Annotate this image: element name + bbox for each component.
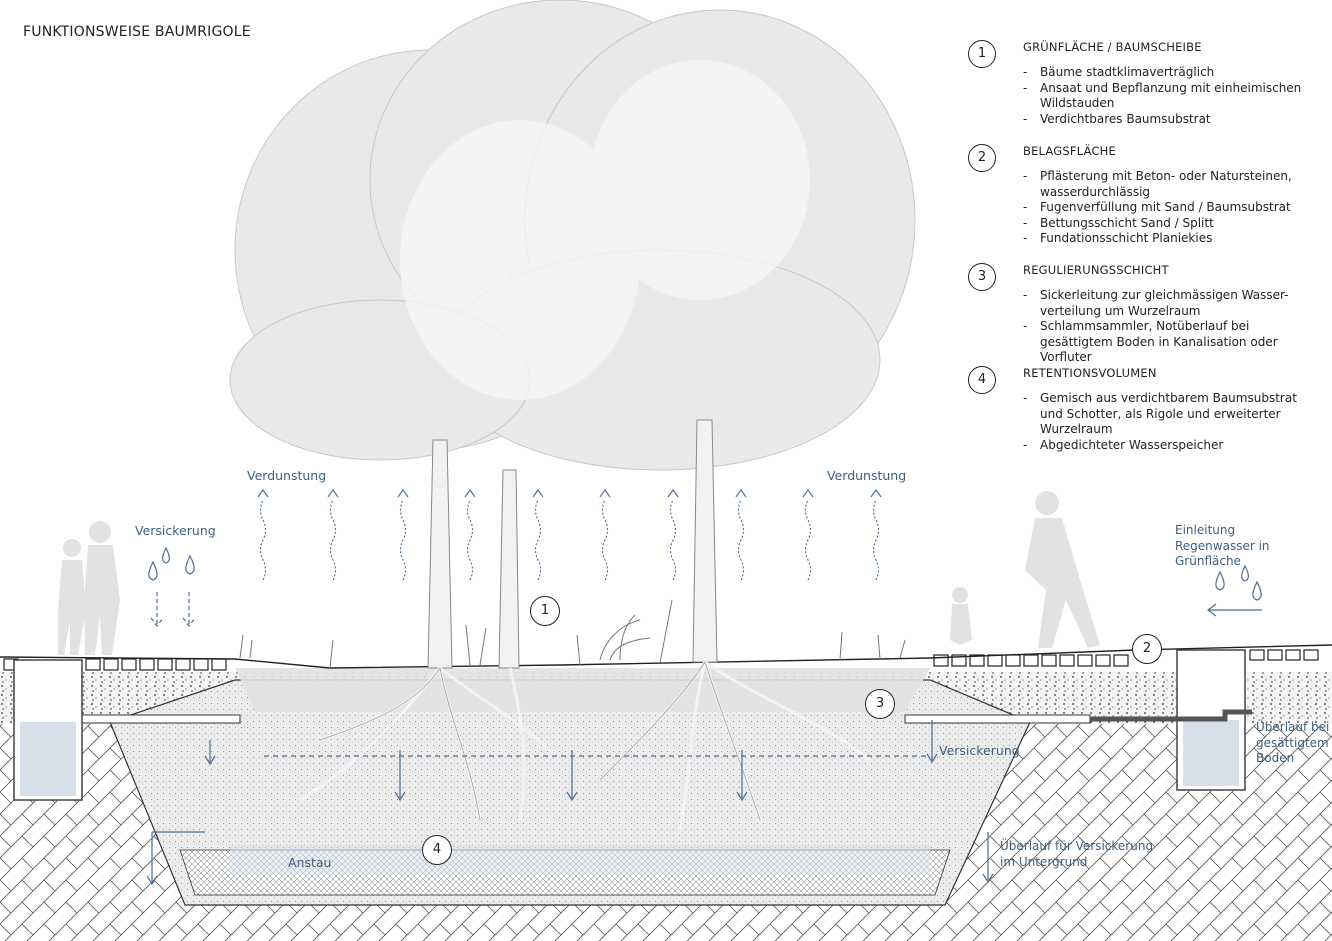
page-title: FUNKTIONSWEISE BAUMRIGOLE: [23, 24, 251, 40]
evaporation-label-left: Verdunstung: [247, 468, 327, 483]
infiltration-label: Versickerung: [135, 523, 216, 538]
legend-heading: RETENTIONSVOLUMEN: [1023, 366, 1157, 380]
marker-1: 1: [530, 596, 560, 626]
rainwater-inflow-label: Einleitung Regenwasser in Grünfläche: [1175, 523, 1270, 568]
legend-number: 1: [968, 40, 996, 68]
marker-4: 4: [422, 835, 452, 865]
legend-section-retention-volume: 4 RETENTIONSVOLUMEN Gemisch aus verdicht…: [968, 366, 1323, 456]
legend-list: Gemisch aus verdichtbarem Baumsubstrat u…: [1023, 391, 1323, 453]
legend-item: Bäume stadtklimaverträglich: [1023, 65, 1323, 81]
marker-2: 2: [1132, 634, 1162, 664]
legend-heading: REGULIERUNGSSCHICHT: [1023, 263, 1169, 277]
legend-item: Gemisch aus verdichtbarem Baumsubstrat u…: [1023, 391, 1323, 438]
legend-number: 2: [968, 144, 996, 172]
legend-item: Sickerleitung zur gleichmässigen Wasser-…: [1023, 288, 1323, 319]
legend-section-regulation-layer: 3 REGULIERUNGSSCHICHT Sickerleitung zur …: [968, 263, 1323, 366]
legend-item: Fugenverfüllung mit Sand / Baumsubstrat: [1023, 200, 1323, 216]
legend-heading: BELAGSFLÄCHE: [1023, 144, 1116, 158]
legend-list: Bäume stadtklimaverträglich Ansaat und B…: [1023, 65, 1323, 127]
legend-section-paving: 2 BELAGSFLÄCHE Pflästerung mit Beton- od…: [968, 144, 1323, 263]
legend-number: 4: [968, 366, 996, 394]
marker-3: 3: [865, 689, 895, 719]
legend-item: Abgedichteter Wasserspeicher: [1023, 438, 1323, 454]
legend: 1 GRÜNFLÄCHE / BAUMSCHEIBE Bäume stadtkl…: [968, 40, 1323, 456]
legend-item: Verdichtbares Baumsubstrat: [1023, 112, 1323, 128]
legend-list: Sickerleitung zur gleichmässigen Wasser-…: [1023, 288, 1323, 366]
legend-section-green-area: 1 GRÜNFLÄCHE / BAUMSCHEIBE Bäume stadtkl…: [968, 40, 1323, 144]
legend-list: Pflästerung mit Beton- oder Natursteinen…: [1023, 169, 1323, 247]
legend-item: Bettungsschicht Sand / Splitt: [1023, 216, 1323, 232]
infiltration-label-right: Versickerung: [939, 743, 1020, 758]
overflow-saturated-label: Überlauf bei gesättigtem Boden: [1256, 720, 1330, 765]
backwater-label: Anstau: [288, 855, 332, 870]
legend-item: Pflästerung mit Beton- oder Natursteinen…: [1023, 169, 1323, 200]
evaporation-label-right: Verdunstung: [827, 468, 907, 483]
legend-item: Ansaat und Bepflanzung mit einheimischen…: [1023, 81, 1323, 112]
overflow-subsoil-label: Überlauf für Versickerung im Untergrund: [1000, 839, 1154, 869]
legend-number: 3: [968, 263, 996, 291]
legend-heading: GRÜNFLÄCHE / BAUMSCHEIBE: [1023, 40, 1202, 54]
legend-item: Fundationsschicht Planiekies: [1023, 231, 1323, 247]
legend-item: Schlammsammler, Notüberlauf bei gesättig…: [1023, 319, 1323, 366]
